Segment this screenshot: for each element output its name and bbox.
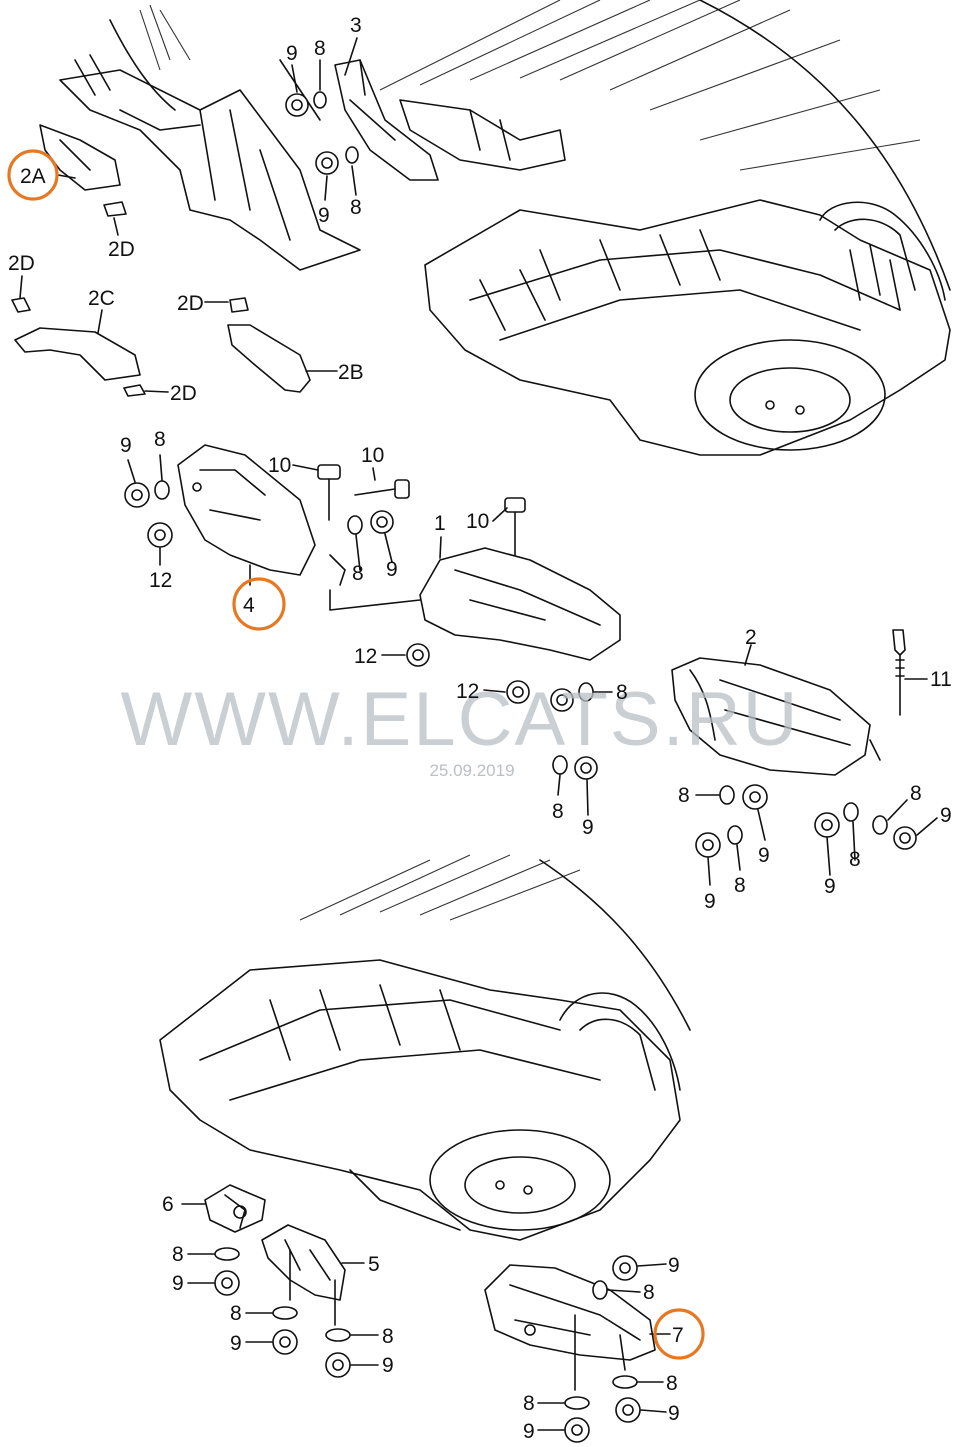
- watermark-site: WWW.ELCATS.RU: [120, 677, 799, 762]
- label-2D: 2D: [177, 292, 204, 315]
- label-9: 9: [758, 844, 770, 867]
- label-7: 7: [672, 1324, 684, 1347]
- label-12: 12: [354, 645, 377, 668]
- label-8: 8: [910, 782, 922, 805]
- label-1: 1: [434, 512, 446, 535]
- label-8: 8: [616, 681, 628, 704]
- label-8: 8: [314, 37, 326, 60]
- part-2: [671, 657, 881, 776]
- label-10: 10: [466, 510, 489, 533]
- fastener-group-part-4: [124, 464, 410, 586]
- label-5: 5: [368, 1253, 380, 1276]
- part-3: [334, 59, 439, 181]
- top-underbody-drawing: [379, 0, 951, 456]
- label-2D: 2D: [8, 252, 35, 275]
- label-9: 9: [824, 875, 836, 898]
- part-11: [892, 629, 906, 716]
- label-8: 8: [350, 196, 362, 219]
- label-8: 8: [172, 1243, 184, 1266]
- label-8: 8: [382, 1325, 394, 1348]
- top-left-body-drawing: [59, 4, 361, 271]
- label-2: 2: [745, 626, 757, 649]
- label-9: 9: [582, 816, 594, 839]
- part-2C: [11, 297, 146, 397]
- bottom-underbody-drawing: [159, 854, 691, 1241]
- label-8: 8: [849, 848, 861, 871]
- part-2A: [39, 124, 127, 217]
- label-8: 8: [230, 1302, 242, 1325]
- watermark-date: 25.09.2019: [429, 761, 514, 780]
- label-8: 8: [666, 1372, 678, 1395]
- label-9: 9: [523, 1420, 535, 1443]
- part-4: [177, 444, 316, 576]
- label-9: 9: [668, 1254, 680, 1277]
- highlight-2A: [7, 149, 59, 201]
- label-9: 9: [318, 204, 330, 227]
- label-11: 11: [930, 668, 952, 691]
- part-7: [484, 1264, 656, 1391]
- label-2B: 2B: [338, 361, 364, 384]
- label-8: 8: [734, 874, 746, 897]
- label-12: 12: [149, 569, 172, 592]
- part-5: [261, 1224, 346, 1301]
- label-10: 10: [268, 454, 291, 477]
- label-8: 8: [552, 800, 564, 823]
- label-2A: 2A: [20, 165, 46, 188]
- part-6: [204, 1184, 266, 1233]
- label-12: 12: [456, 680, 479, 703]
- callout-labels: 3 9 8 9 8 2A 2D 2D 2C 2D 2D 2B 9 8 10 10…: [8, 14, 952, 1443]
- part-2B: [227, 297, 311, 393]
- fastener-group-part-1: [406, 643, 598, 780]
- label-2D: 2D: [108, 238, 135, 261]
- label-9: 9: [286, 42, 298, 65]
- label-8: 8: [154, 428, 166, 451]
- highlight-circles: [7, 149, 705, 1360]
- label-2D: 2D: [170, 382, 197, 405]
- label-6: 6: [162, 1193, 174, 1216]
- label-9: 9: [382, 1354, 394, 1377]
- leader-lines: [19, 37, 938, 1431]
- highlight-7: [653, 1308, 705, 1360]
- label-8: 8: [523, 1392, 535, 1415]
- fastener-group-bottom: [214, 1247, 641, 1443]
- part-1: [329, 497, 621, 661]
- label-8: 8: [352, 562, 364, 585]
- label-10: 10: [361, 444, 384, 467]
- label-9: 9: [386, 558, 398, 581]
- fastener-group-top: [285, 91, 359, 175]
- label-2C: 2C: [88, 287, 115, 310]
- label-4: 4: [243, 594, 255, 617]
- label-8: 8: [643, 1281, 655, 1304]
- label-9: 9: [668, 1402, 680, 1425]
- label-9: 9: [230, 1332, 242, 1355]
- highlight-4: [232, 577, 286, 631]
- fastener-group-part-2: [695, 784, 917, 858]
- label-9: 9: [940, 804, 952, 827]
- label-9: 9: [172, 1272, 184, 1295]
- label-3: 3: [350, 14, 362, 37]
- label-9: 9: [704, 890, 716, 913]
- label-9: 9: [120, 434, 132, 457]
- label-8: 8: [678, 784, 690, 807]
